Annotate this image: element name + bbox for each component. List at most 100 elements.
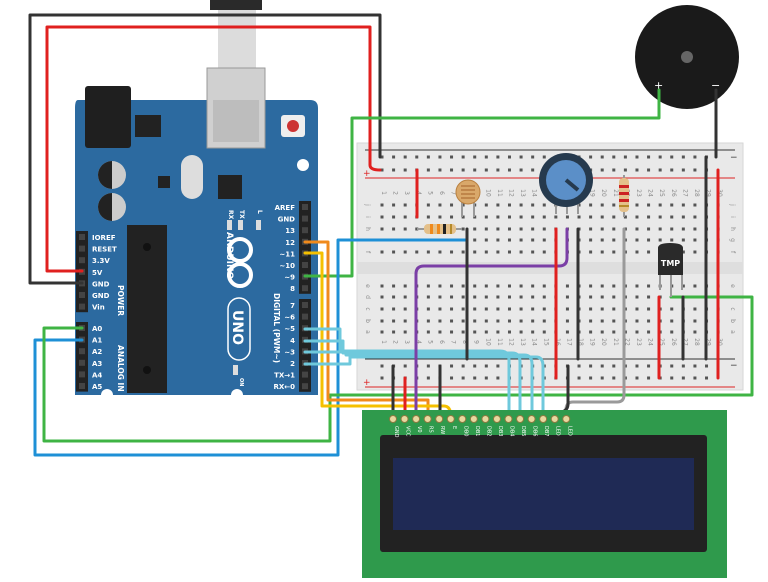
breadboard-hole[interactable]: [392, 307, 396, 311]
breadboard-hole[interactable]: [519, 295, 523, 299]
breadboard-hole[interactable]: [647, 238, 651, 242]
breadboard-hole[interactable]: [589, 319, 593, 323]
breadboard-hole[interactable]: [484, 319, 488, 323]
breadboard-hole[interactable]: [473, 250, 477, 254]
breadboard-hole[interactable]: [484, 284, 488, 288]
breadboard-hole[interactable]: [600, 203, 604, 207]
rail-hole[interactable]: [519, 155, 523, 159]
rail-hole[interactable]: [612, 155, 616, 159]
breadboard-hole[interactable]: [519, 319, 523, 323]
breadboard-hole[interactable]: [635, 203, 639, 207]
lcd-pin[interactable]: [400, 415, 409, 423]
breadboard-hole[interactable]: [461, 307, 465, 311]
breadboard-hole[interactable]: [484, 227, 488, 231]
rail-hole[interactable]: [426, 376, 430, 380]
resistor-horizontal[interactable]: [417, 224, 462, 234]
rail-hole[interactable]: [612, 376, 616, 380]
rail-hole[interactable]: [600, 168, 604, 172]
rail-hole[interactable]: [647, 376, 651, 380]
rail-hole[interactable]: [577, 364, 581, 368]
header-pin[interactable]: [302, 302, 308, 308]
breadboard-hole[interactable]: [415, 250, 419, 254]
breadboard-hole[interactable]: [380, 227, 384, 231]
breadboard-hole[interactable]: [693, 307, 697, 311]
breadboard-hole[interactable]: [392, 284, 396, 288]
breadboard-hole[interactable]: [403, 203, 407, 207]
breadboard-hole[interactable]: [380, 319, 384, 323]
rail-hole[interactable]: [635, 155, 639, 159]
rail-hole[interactable]: [450, 155, 454, 159]
breadboard-hole[interactable]: [647, 250, 651, 254]
breadboard-hole[interactable]: [693, 250, 697, 254]
breadboard-hole[interactable]: [635, 238, 639, 242]
breadboard-hole[interactable]: [577, 203, 581, 207]
breadboard-hole[interactable]: [542, 203, 546, 207]
rail-hole[interactable]: [438, 168, 442, 172]
potentiometer[interactable]: [539, 153, 593, 214]
rail-hole[interactable]: [589, 364, 593, 368]
breadboard-hole[interactable]: [403, 250, 407, 254]
breadboard-hole[interactable]: [380, 295, 384, 299]
rail-hole[interactable]: [612, 364, 616, 368]
rail-hole[interactable]: [461, 364, 465, 368]
rail-hole[interactable]: [519, 168, 523, 172]
rail-hole[interactable]: [577, 376, 581, 380]
rail-hole[interactable]: [426, 155, 430, 159]
breadboard-hole[interactable]: [647, 295, 651, 299]
breadboard-hole[interactable]: [681, 203, 685, 207]
breadboard-hole[interactable]: [565, 295, 569, 299]
rail-hole[interactable]: [392, 168, 396, 172]
breadboard-hole[interactable]: [461, 215, 465, 219]
breadboard-hole[interactable]: [473, 227, 477, 231]
rail-hole[interactable]: [403, 364, 407, 368]
breadboard-hole[interactable]: [507, 203, 511, 207]
breadboard-hole[interactable]: [670, 215, 674, 219]
breadboard-hole[interactable]: [484, 238, 488, 242]
header-pin[interactable]: [302, 285, 308, 292]
rail-hole[interactable]: [670, 364, 674, 368]
breadboard-hole[interactable]: [623, 215, 627, 219]
breadboard-hole[interactable]: [670, 238, 674, 242]
breadboard-hole[interactable]: [589, 284, 593, 288]
breadboard-hole[interactable]: [496, 307, 500, 311]
rail-hole[interactable]: [496, 376, 500, 380]
breadboard-hole[interactable]: [681, 215, 685, 219]
rail-hole[interactable]: [600, 155, 604, 159]
breadboard-hole[interactable]: [519, 307, 523, 311]
breadboard-hole[interactable]: [496, 227, 500, 231]
breadboard-hole[interactable]: [647, 203, 651, 207]
breadboard-hole[interactable]: [531, 284, 535, 288]
breadboard-hole[interactable]: [612, 295, 616, 299]
rail-hole[interactable]: [693, 155, 697, 159]
breadboard-hole[interactable]: [507, 330, 511, 334]
breadboard-hole[interactable]: [612, 250, 616, 254]
breadboard-hole[interactable]: [670, 319, 674, 323]
breadboard-hole[interactable]: [542, 227, 546, 231]
lcd-pin[interactable]: [527, 415, 536, 423]
rail-hole[interactable]: [623, 168, 627, 172]
breadboard-hole[interactable]: [565, 215, 569, 219]
breadboard-hole[interactable]: [403, 319, 407, 323]
breadboard-hole[interactable]: [519, 238, 523, 242]
breadboard-hole[interactable]: [461, 227, 465, 231]
breadboard-hole[interactable]: [647, 284, 651, 288]
breadboard-hole[interactable]: [484, 295, 488, 299]
breadboard-hole[interactable]: [450, 250, 454, 254]
rail-hole[interactable]: [612, 168, 616, 172]
breadboard-hole[interactable]: [438, 307, 442, 311]
breadboard-hole[interactable]: [450, 295, 454, 299]
breadboard-hole[interactable]: [647, 319, 651, 323]
breadboard-hole[interactable]: [461, 330, 465, 334]
breadboard-hole[interactable]: [507, 227, 511, 231]
breadboard-hole[interactable]: [565, 284, 569, 288]
rail-hole[interactable]: [658, 155, 662, 159]
rail-hole[interactable]: [380, 168, 384, 172]
breadboard-hole[interactable]: [531, 203, 535, 207]
breadboard-hole[interactable]: [635, 319, 639, 323]
breadboard-hole[interactable]: [426, 307, 430, 311]
lcd-pin[interactable]: [423, 415, 432, 423]
breadboard-hole[interactable]: [461, 319, 465, 323]
breadboard-hole[interactable]: [600, 284, 604, 288]
wire-pin2-db7[interactable]: [303, 355, 545, 420]
breadboard-hole[interactable]: [542, 295, 546, 299]
